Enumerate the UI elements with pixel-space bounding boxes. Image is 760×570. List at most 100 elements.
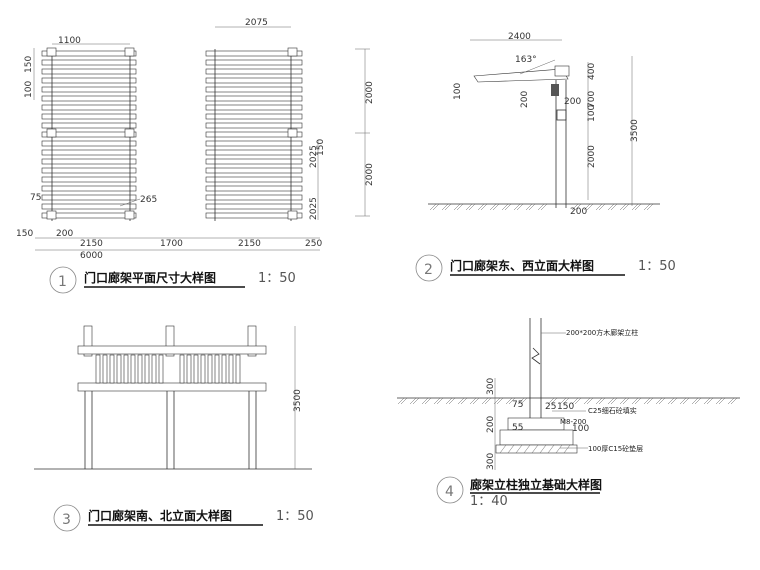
hatch-line (429, 203, 437, 211)
plan-slat (205, 158, 303, 165)
hatch-line (571, 397, 579, 405)
hatch-line (528, 203, 536, 211)
dim-depth-b: 200 (486, 416, 496, 433)
hatch-line (667, 397, 675, 405)
roof-post (247, 325, 257, 357)
hatch-line (520, 397, 528, 405)
hatch-line (634, 203, 642, 211)
front-slat (186, 354, 192, 384)
dim-bot-left-b: 200 (56, 229, 73, 239)
hatch-line (468, 203, 476, 211)
hatch-line (513, 203, 521, 211)
hatch-line (643, 203, 651, 211)
plan-slat (41, 59, 137, 66)
plan-right-slats (205, 50, 303, 219)
dim-left-a: 150 (24, 56, 34, 73)
hatch-line (456, 203, 464, 211)
plan-slat (205, 77, 303, 84)
hatch-line (607, 397, 615, 405)
plan-left-slats (41, 50, 137, 219)
hatch-line (433, 397, 441, 405)
hatch-line (448, 397, 456, 405)
drawing-scale: 1：50 (638, 259, 676, 274)
hatch-line (547, 444, 555, 454)
dim-right-mid: 2025 (309, 145, 319, 168)
plan-slat (205, 68, 303, 75)
plan-slat (41, 131, 137, 138)
plan-slat (41, 86, 137, 93)
hatch-line (715, 397, 723, 405)
front-slat (228, 354, 234, 384)
plan-post (46, 47, 57, 57)
plan-slat (41, 167, 137, 174)
hatch-line (619, 203, 627, 211)
dim-w-d: 55 (512, 423, 523, 433)
dim-total: 3500 (630, 119, 640, 142)
hatch-line (631, 397, 639, 405)
dim-beam-a: 200 (520, 91, 530, 108)
plan-slat (205, 140, 303, 147)
hatch-line (607, 203, 615, 211)
plan-slat (205, 176, 303, 183)
ground-hatch (397, 397, 738, 405)
plan-slat (41, 194, 137, 201)
hatch-line (670, 397, 678, 405)
plan-post (124, 128, 135, 138)
front-slat (151, 354, 157, 384)
roof-beam (473, 68, 569, 83)
hatch-line (445, 397, 453, 405)
hatch-line (655, 397, 663, 405)
drawing-title: 门口廊架平面尺寸大样图 (84, 270, 216, 285)
dim-w-e: 100 (572, 424, 589, 434)
hatch-line (540, 203, 548, 211)
hatch-line (412, 397, 420, 405)
dim-top-right: 2075 (245, 18, 268, 28)
hatch-line (531, 444, 539, 454)
hatch-line (472, 397, 480, 405)
drawing-title: 门口廊架南、北立面大样图 (88, 508, 232, 523)
hatch-line (539, 444, 547, 454)
plan-slat (205, 167, 303, 174)
dim-right-bot: 2025 (309, 197, 319, 220)
hatch-line (523, 444, 531, 454)
dim-right-c: 100 (587, 105, 597, 122)
drawing-number-circle (49, 266, 77, 294)
hatch-line (441, 203, 449, 211)
dim-w-c: 150 (557, 402, 574, 412)
plan-slat (41, 104, 137, 111)
bracket (551, 84, 559, 96)
plan-post (287, 210, 298, 220)
plan-slat (205, 95, 303, 102)
front-slat (123, 354, 129, 384)
hatch-line (622, 397, 630, 405)
plan-slat (205, 122, 303, 129)
front-slat (193, 354, 199, 384)
front-slats (95, 354, 241, 384)
front-slat (137, 354, 143, 384)
dim-bot-seg-2: 1700 (160, 239, 183, 249)
dim-left-c: 75 (30, 193, 41, 203)
dim-bot-left-a: 150 (16, 229, 33, 239)
plan-slat (41, 95, 137, 102)
hatch-line (460, 397, 468, 405)
plan-slat (41, 203, 137, 210)
hatch-line (525, 203, 533, 211)
plan-post (287, 47, 298, 57)
hatch-line (619, 397, 627, 405)
hatch-line (646, 397, 654, 405)
note-cushion: 100厚C15砼垫层 (588, 444, 643, 453)
hatch-line (504, 203, 512, 211)
hatch-line (507, 444, 515, 454)
dim-depth-c: 300 (486, 453, 496, 470)
hatch-line (682, 397, 690, 405)
drawing-title: 廊架立柱独立基础大样图 (470, 477, 602, 492)
drawing-title: 门口廊架东、西立面大样图 (450, 258, 594, 273)
hatch-line (508, 397, 516, 405)
side-elevation-drawing: 2400 163° 100 200 200 400 700 100 2000 3… (415, 32, 676, 282)
plan-slat (41, 68, 137, 75)
hatch-line (586, 397, 594, 405)
hatch-line (477, 203, 485, 211)
drawing-number: 3 (62, 512, 71, 528)
dim-w-a: 75 (512, 400, 523, 410)
dim-base: 200 (570, 207, 587, 217)
